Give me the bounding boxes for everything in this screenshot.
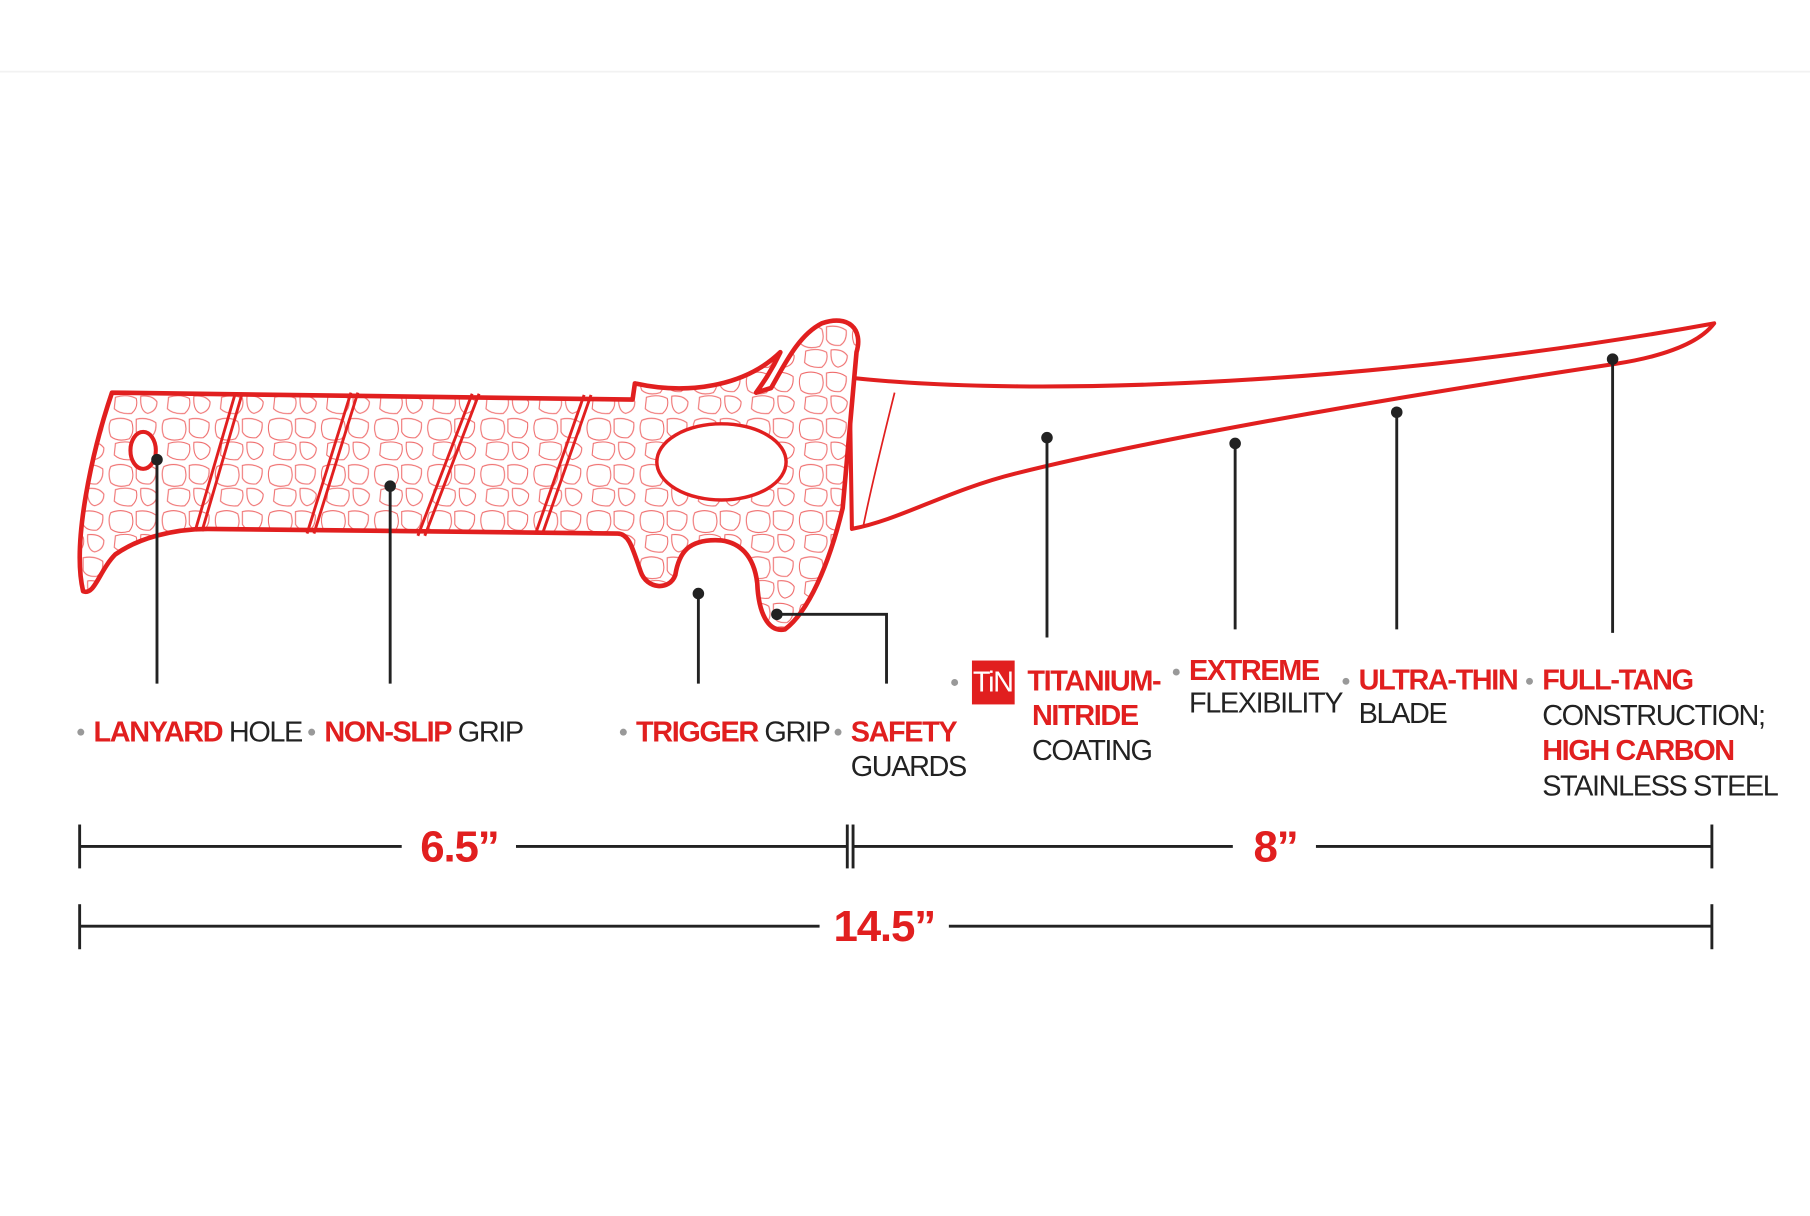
- knife-blade: [847, 321, 1717, 531]
- svg-text:ULTRA-THIN: ULTRA-THIN: [1359, 664, 1518, 696]
- svg-text:14.5”: 14.5”: [833, 902, 935, 951]
- svg-text:NITRIDE: NITRIDE: [1032, 700, 1139, 732]
- svg-text:LANYARD HOLE: LANYARD HOLE: [94, 716, 304, 748]
- svg-text:COATING: COATING: [1032, 735, 1152, 767]
- svg-text:SAFETY: SAFETY: [851, 716, 958, 748]
- dimension-handle: 6.5”: [78, 822, 849, 871]
- svg-text:TRIGGER GRIP: TRIGGER GRIP: [636, 716, 830, 748]
- tin-badge: [971, 660, 1015, 705]
- label-non-slip-grip: NON-SLIP GRIP: [308, 716, 524, 748]
- label-ultra-thin-blade: ULTRA-THIN BLADE: [1342, 664, 1519, 730]
- label-lanyard-hole: LANYARD HOLE: [77, 716, 304, 748]
- dimension-total: 14.5”: [78, 902, 1714, 951]
- svg-text:EXTREME: EXTREME: [1189, 655, 1320, 687]
- blade-bevel-line: [862, 392, 896, 526]
- svg-text:STAINLESS STEEL: STAINLESS STEEL: [1542, 771, 1779, 803]
- svg-text:TiN: TiN: [973, 667, 1013, 699]
- callout-lines: [151, 353, 1619, 684]
- label-extreme-flexibility: EXTREME FLEXIBILITY: [1172, 655, 1345, 720]
- finger-oval-cutout: [655, 422, 788, 502]
- svg-text:8”: 8”: [1254, 822, 1298, 871]
- svg-text:FULL-TANG: FULL-TANG: [1542, 664, 1692, 696]
- label-full-tang: FULL-TANG CONSTRUCTION; HIGH CARBON STAI…: [1526, 664, 1780, 803]
- svg-text:HIGH CARBON: HIGH CARBON: [1542, 735, 1734, 767]
- svg-text:TITANIUM-: TITANIUM-: [1027, 666, 1161, 698]
- label-safety-guards: SAFETY GUARDS: [834, 716, 967, 783]
- lanyard-hole: [128, 429, 158, 471]
- svg-text:FLEXIBILITY: FLEXIBILITY: [1189, 688, 1343, 720]
- dimension-blade: 8”: [851, 822, 1714, 871]
- label-tin-coating: TiN TITANIUM- NITRIDE COATING: [951, 660, 1162, 767]
- label-trigger-grip: TRIGGER GRIP: [619, 716, 831, 748]
- svg-text:BLADE: BLADE: [1359, 698, 1448, 730]
- svg-text:GUARDS: GUARDS: [851, 751, 966, 783]
- svg-text:6.5”: 6.5”: [420, 822, 498, 871]
- grip-band-dividers: [193, 392, 593, 537]
- svg-text:CONSTRUCTION;: CONSTRUCTION;: [1542, 700, 1764, 732]
- svg-text:NON-SLIP GRIP: NON-SLIP GRIP: [324, 716, 523, 748]
